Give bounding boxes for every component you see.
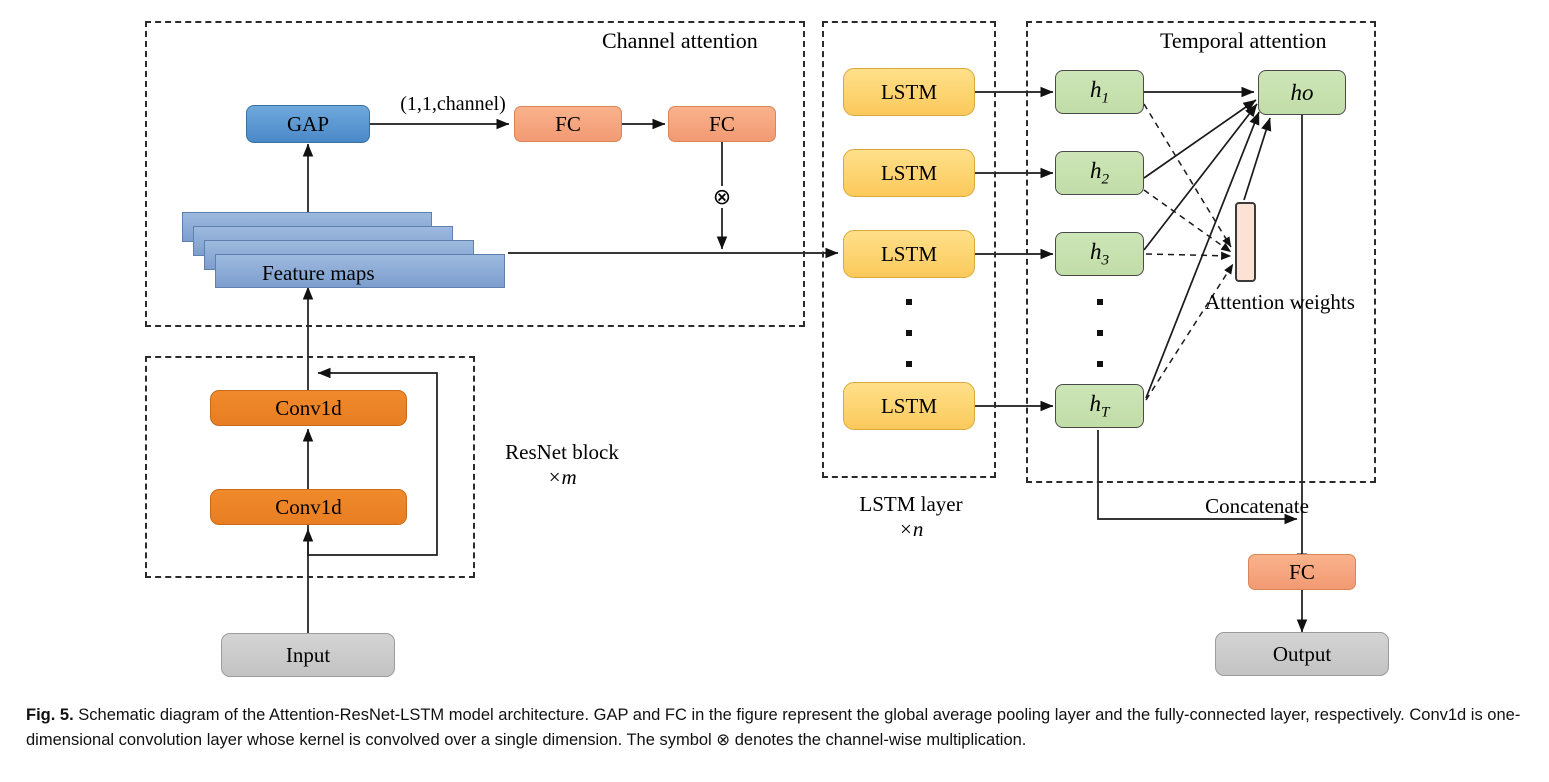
hidden-state-hT-label: hT (1089, 391, 1110, 421)
figure-caption-text: Schematic diagram of the Attention-ResNe… (26, 706, 1521, 750)
hidden-state-h2-label: h2 (1089, 158, 1110, 188)
conv1d-bottom-node[interactable]: Conv1d (210, 489, 407, 525)
conv1d-top-node[interactable]: Conv1d (210, 390, 407, 426)
lstm-cell-2[interactable]: LSTM (843, 149, 975, 197)
feature-map-slab-1 (215, 254, 505, 288)
lstm-layer-label: LSTM layer ×n (841, 492, 981, 542)
concatenate-edge-label: Concatenate (1205, 494, 1309, 518)
resnet-block-multiplier: ×m (547, 464, 577, 489)
temporal-attention-frame (1026, 21, 1376, 483)
resnet-block-title: ResNet block (505, 440, 619, 464)
lstm-layer-multiplier: ×n (898, 516, 924, 541)
resnet-block-label: ResNet block ×m (494, 440, 630, 490)
hidden-state-h1-label: h1 (1089, 77, 1110, 107)
figure-caption: Fig. 5. Schematic diagram of the Attenti… (26, 703, 1526, 753)
ho-label: ho (1290, 80, 1314, 105)
attention-weights-label: Attention weights (1205, 290, 1355, 314)
lstm-ellipsis-dot-1 (906, 299, 912, 305)
temporal-attention-title: Temporal attention (1158, 28, 1329, 54)
hidden-state-hT[interactable]: hT (1055, 384, 1144, 428)
input-node[interactable]: Input (221, 633, 395, 677)
hidden-ellipsis-dot-1 (1097, 299, 1103, 305)
fc-output-node[interactable]: FC (1248, 554, 1356, 590)
hidden-ellipsis-dot-2 (1097, 330, 1103, 336)
channel-attention-frame (145, 21, 805, 327)
lstm-ellipsis-dot-2 (906, 330, 912, 336)
lstm-cell-t[interactable]: LSTM (843, 382, 975, 430)
feature-maps-label: Feature maps (262, 261, 375, 285)
multiply-symbol: ⊗ (712, 185, 732, 210)
hidden-ellipsis-dot-3 (1097, 361, 1103, 367)
figure-label: Fig. 5. (26, 706, 74, 724)
lstm-layer-frame (822, 21, 996, 478)
fc1-node[interactable]: FC (514, 106, 622, 142)
hidden-state-h2[interactable]: h2 (1055, 151, 1144, 195)
attention-weights-bar[interactable] (1235, 202, 1256, 282)
hidden-state-h3-label: h3 (1089, 239, 1110, 269)
lstm-cell-3[interactable]: LSTM (843, 230, 975, 278)
lstm-layer-title: LSTM layer (859, 492, 963, 516)
gap-to-fc-edge-label: (1,1,channel) (400, 93, 506, 115)
resnet-block-frame (145, 356, 475, 578)
gap-node[interactable]: GAP (246, 105, 370, 143)
lstm-cell-1[interactable]: LSTM (843, 68, 975, 116)
channel-attention-title: Channel attention (600, 28, 760, 54)
lstm-ellipsis-dot-3 (906, 361, 912, 367)
output-node[interactable]: Output (1215, 632, 1389, 676)
hidden-state-h3[interactable]: h3 (1055, 232, 1144, 276)
ho-node[interactable]: ho (1258, 70, 1346, 115)
hidden-state-h1[interactable]: h1 (1055, 70, 1144, 114)
fc2-node[interactable]: FC (668, 106, 776, 142)
